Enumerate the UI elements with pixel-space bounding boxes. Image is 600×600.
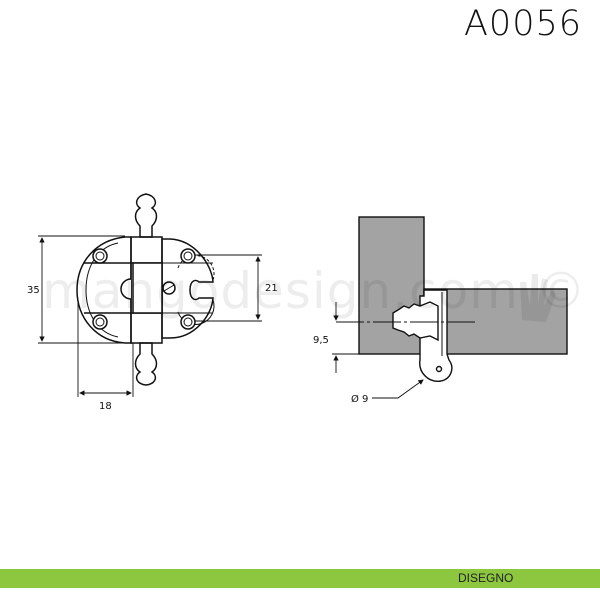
product-code: A0056 [463, 4, 582, 44]
dim-width: 18 [99, 401, 112, 412]
dim-diameter: Ø 9 [351, 393, 368, 405]
cam-dowel [392, 301, 439, 342]
adjust-screw-icon [162, 281, 176, 295]
dim-height: 35 [27, 285, 40, 296]
pivot-hole [435, 365, 443, 373]
dim-offset: 9,5 [313, 335, 329, 346]
door-section [423, 288, 568, 355]
top-finial [134, 193, 158, 238]
bottom-finial [134, 342, 158, 386]
screw-hole-icon [180, 248, 196, 264]
footer-label: DISEGNO [458, 571, 514, 585]
side-dimensions [332, 302, 424, 399]
side-view [336, 216, 568, 382]
dim-hole-spacing: 21 [265, 283, 278, 294]
screw-hole-icon [92, 314, 108, 330]
front-dimensions [38, 235, 262, 397]
hand-logo-icon [520, 274, 556, 322]
front-view [76, 193, 215, 386]
screw-hole-icon [92, 248, 108, 264]
watermark: mangodesign.com © [42, 262, 587, 320]
half-hole [120, 278, 132, 300]
footer-bar: DISEGNO [0, 569, 600, 588]
screw-hole-icon [180, 314, 196, 330]
